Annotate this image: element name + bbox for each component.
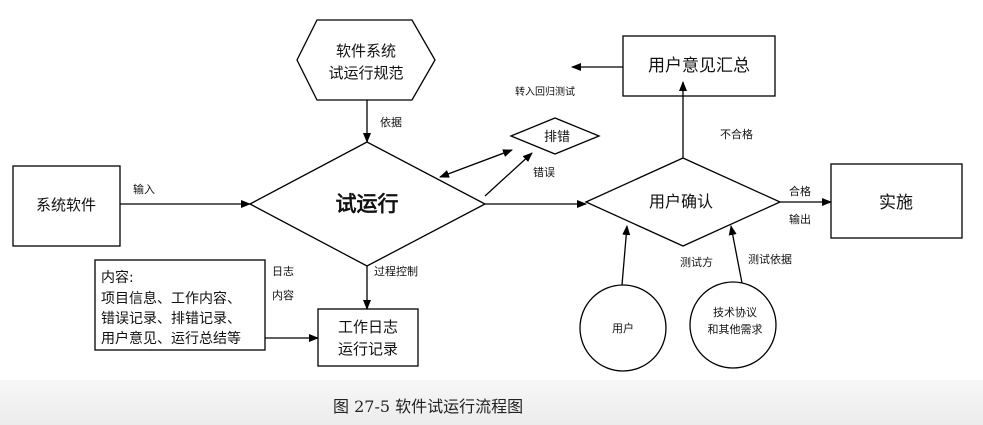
edge-label-content: 内容	[272, 288, 294, 302]
user-circle-label: 用户	[612, 321, 634, 335]
feedback-summary-label: 用户意见汇总	[648, 56, 750, 76]
memo-line-3: 错误记录、排错记录、	[101, 311, 241, 327]
tech-agreement-label-1: 技术协议	[713, 305, 757, 319]
memo-line-4: 用户意见、运行总结等	[101, 330, 241, 347]
edge-label-fail: 不合格	[720, 127, 753, 141]
spec-label-1: 软件系统	[336, 42, 396, 60]
edge-label-error: 错误	[533, 165, 555, 179]
arrow-user-to-confirm	[621, 225, 631, 286]
arrow-agreement-to-confirm	[728, 225, 743, 284]
edge-label-process-control: 过程控制	[374, 264, 418, 278]
edge-label-test-basis: 测试依据	[748, 252, 792, 266]
edge-label-output: 输出	[789, 212, 811, 226]
user-circle	[579, 284, 667, 372]
memo-box	[94, 259, 266, 351]
edge-label-pass: 合格	[789, 184, 811, 198]
memo-line-2: 项目信息、工作内容、	[101, 290, 241, 307]
edge-label-tester: 测试方	[680, 255, 713, 269]
user-confirm-label: 用户确认	[649, 192, 713, 211]
arrow-error	[484, 152, 533, 197]
system-software-box	[12, 165, 121, 247]
edge-label-basis: 依据	[380, 115, 402, 129]
spec-label-2: 试运行规范	[328, 64, 403, 82]
edge-label-input: 输入	[133, 182, 155, 196]
implement-label: 实施	[879, 193, 913, 213]
work-log-label-1: 工作日志	[338, 318, 398, 336]
debug-label: 排错	[544, 130, 570, 145]
figure-caption: 图 27-5 软件试运行流程图	[333, 397, 524, 416]
edge-label-regression: 转入回归测试	[515, 85, 575, 98]
system-software-label: 系统软件	[36, 196, 96, 214]
trial-run-label: 试运行	[336, 192, 399, 216]
edge-label-log: 日志	[272, 265, 294, 278]
memo-line-1: 内容:	[101, 269, 134, 286]
arrow-trial-debug	[439, 149, 513, 178]
caption-band	[0, 380, 983, 425]
debug-diamond	[509, 117, 601, 155]
tech-agreement-circle	[689, 281, 777, 369]
flowchart: 软件系统 试运行规范 系统软件 试运行 排错 用户意见汇总 用户确认 实施 工作…	[12, 19, 963, 372]
work-log-label-2: 运行记录	[338, 340, 398, 358]
spec-hexagon	[296, 19, 436, 101]
tech-agreement-label-2: 和其他需求	[708, 323, 763, 336]
feedback-summary-box	[622, 35, 776, 97]
